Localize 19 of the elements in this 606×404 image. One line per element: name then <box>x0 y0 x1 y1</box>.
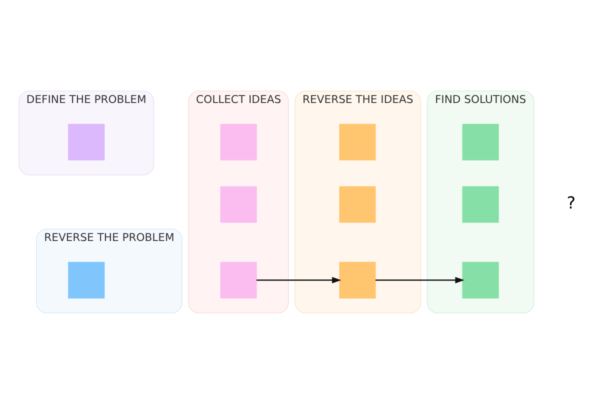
arrow <box>376 276 464 284</box>
node-box <box>68 262 105 298</box>
node-box <box>339 186 376 223</box>
cluster: DEFINE THE PROBLEM <box>18 90 154 176</box>
node-box <box>462 186 499 223</box>
node-box <box>68 124 105 160</box>
label: ? <box>566 194 576 213</box>
arrow <box>256 276 342 284</box>
node-box <box>339 262 376 298</box>
node-box <box>220 186 257 223</box>
node-box <box>220 124 257 160</box>
cluster: REVERSE THE IDEAS <box>294 90 422 314</box>
cluster: COLLECT IDEAS <box>188 90 289 314</box>
node-box <box>462 262 499 298</box>
cluster: REVERSE THE PROBLEM <box>36 228 182 314</box>
cluster: FIND SOLUTIONS <box>426 90 534 314</box>
node-box <box>220 262 257 298</box>
node-box <box>339 124 376 160</box>
node-box <box>462 124 499 160</box>
